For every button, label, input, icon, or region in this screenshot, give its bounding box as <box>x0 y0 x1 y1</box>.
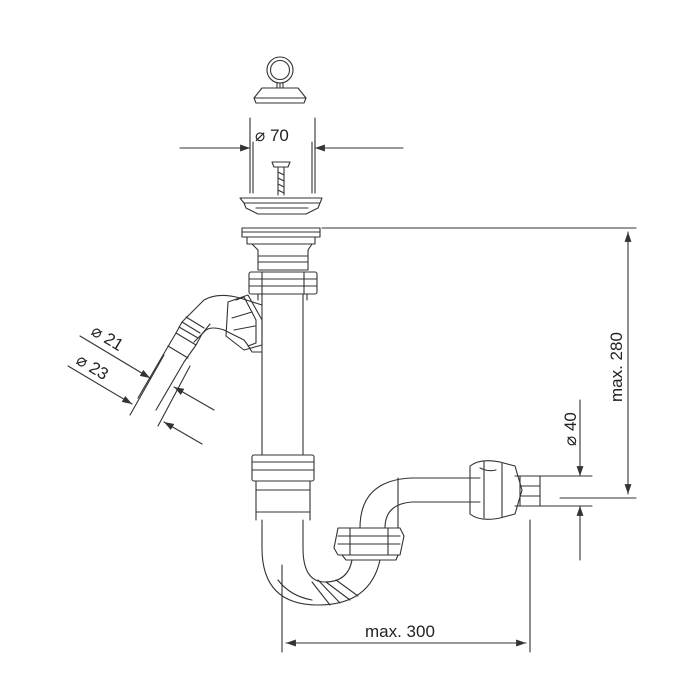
trap-union-nut <box>333 527 405 561</box>
label-strainer-diameter: ⌀ 70 <box>255 126 289 145</box>
outlet-bend <box>359 477 481 529</box>
dimension-height <box>321 227 637 499</box>
drain-strainer <box>239 139 323 215</box>
vertical-drain-pipe <box>257 293 308 456</box>
sink-plug <box>253 56 307 104</box>
label-outlet-diameter: ⌀ 40 <box>561 412 580 446</box>
wall-outlet-rosette <box>469 460 559 520</box>
drain-body-top <box>241 227 321 295</box>
dimension-hose-diameters <box>67 335 215 445</box>
u-trap <box>261 547 381 606</box>
dimension-length <box>281 519 531 653</box>
label-hose-outer-diameter: ⌀ 23 <box>73 350 112 384</box>
label-length: max. 300 <box>365 622 435 641</box>
dimension-strainer-diameter <box>179 117 404 152</box>
dimension-outlet-diameter <box>541 399 593 561</box>
label-hose-inner-diameter: ⌀ 21 <box>88 321 127 355</box>
lower-coupling-nut <box>251 454 315 549</box>
side-inlet-elbow <box>165 294 263 363</box>
label-height: max. 280 <box>607 332 626 402</box>
